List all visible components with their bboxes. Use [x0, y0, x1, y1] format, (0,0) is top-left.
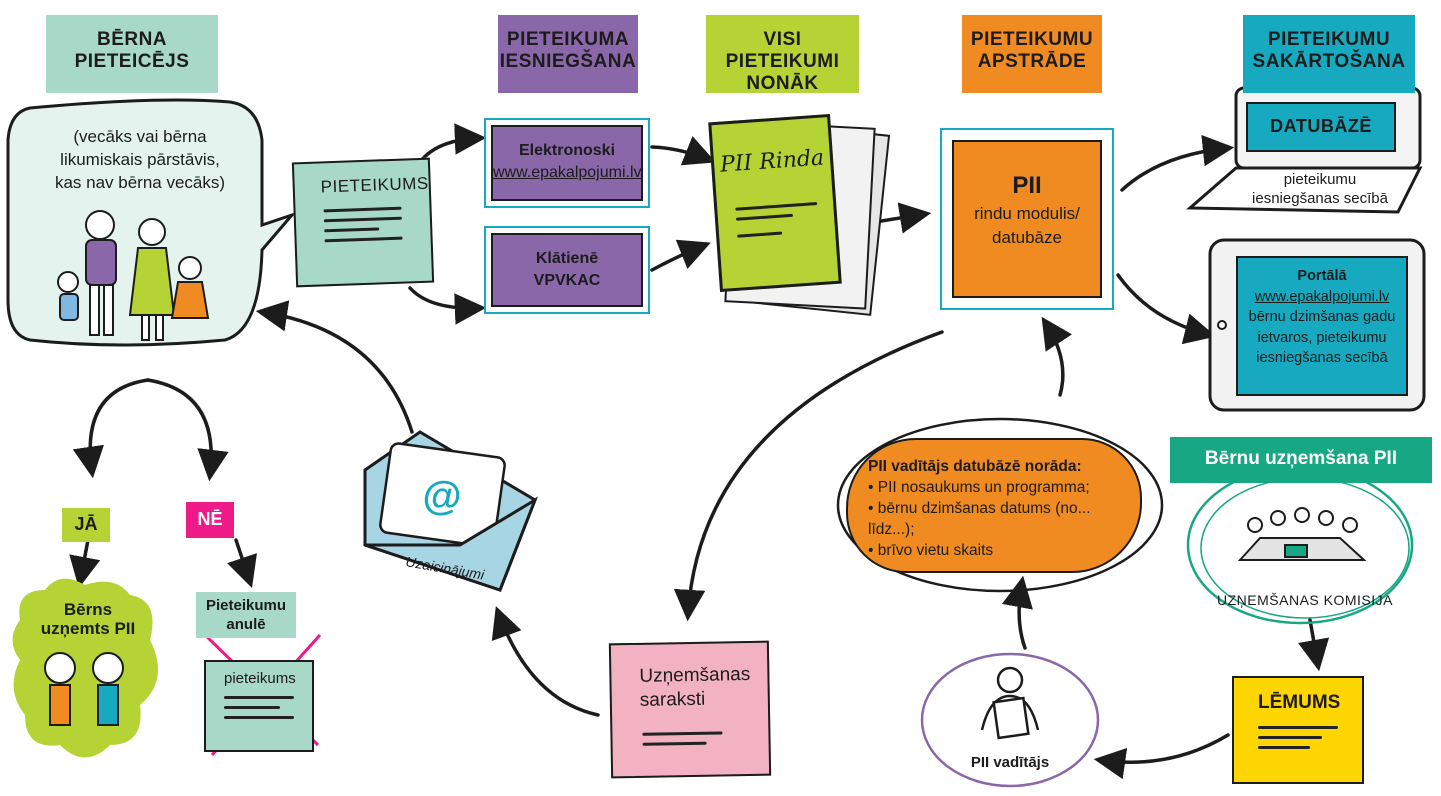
- header-submission: PIETEIKUMA IESNIEGŠANA: [498, 15, 638, 93]
- arrow-folder-to-module: [873, 202, 932, 234]
- arrow-invitations-to-applicant: [255, 300, 414, 434]
- arrow-inperson-to-folder: [650, 239, 711, 272]
- head-caption: PII vadītājs: [970, 754, 1050, 771]
- admission-lists-note: Uzņemšanas saraksti: [608, 640, 772, 779]
- header-applicant: BĒRNA PIETEICĒJS: [46, 15, 218, 93]
- email-symbol: @: [422, 474, 462, 518]
- pii-module-box: PII rindu modulis/ datubāze: [940, 128, 1114, 310]
- database-caption: pieteikumu iesniegšanas secībā: [1252, 171, 1388, 207]
- arrow-module-to-database: [1120, 134, 1235, 192]
- folder-scribble-lines: [735, 202, 819, 245]
- application-note: PIETEIKUMS: [291, 157, 435, 288]
- arrow-module-to-lists: [673, 330, 944, 622]
- arrow-branch-left: [72, 378, 150, 479]
- note-scribble-lines: [323, 206, 403, 250]
- applicant-description: (vecāks vai bērna likumiskais pārstāvis,…: [54, 127, 226, 192]
- commission-caption: UZŅEMŠANAS KOMISIJA: [1217, 592, 1393, 608]
- electronic-submission-box: Elektronoski www.epakalpojumi.lv: [484, 118, 650, 208]
- header-all-arrive: VISI PIETEIKUMI NONĀK: [706, 15, 859, 94]
- head-input-card: PII vadītājs datubāzē norāda: • PII nosa…: [846, 438, 1142, 573]
- arrow-lists-to-invitations: [491, 606, 600, 717]
- arrow-head-to-module: [1041, 316, 1073, 397]
- family-illustration: [57, 210, 210, 341]
- decision-scribble-lines: [1258, 726, 1338, 756]
- head-input-scribble: [836, 417, 1164, 593]
- header-processing: PIETEIKUMU APSTRĀDE: [962, 15, 1102, 93]
- database-screen: DATUBĀZĒ: [1246, 102, 1396, 152]
- commission-illustration: [1237, 507, 1367, 561]
- admitted-splash: [12, 578, 158, 758]
- arrow-no-to-cancelled: [227, 538, 257, 588]
- arrow-module-to-portal: [1116, 273, 1217, 345]
- arrow-branch-right: [146, 378, 229, 482]
- cancelled-scribble-lines: [224, 696, 294, 726]
- decision-note: LĒMUMS: [1232, 676, 1364, 784]
- arrow-head-to-input: [1001, 575, 1033, 650]
- cancelled-note: pieteikums: [204, 660, 314, 752]
- head-person-illustration: [980, 666, 1040, 740]
- queue-folder: PII Rinda: [708, 113, 842, 293]
- arrow-to-inperson: [408, 286, 487, 325]
- cancelled-label: Pieteikumu anulē: [196, 592, 296, 638]
- portal-link[interactable]: www.epakalpojumi.lv: [1254, 288, 1390, 305]
- arrow-commission-to-decision: [1298, 618, 1330, 672]
- arrow-yes-to-admitted: [69, 538, 101, 589]
- lists-scribble-lines: [642, 731, 723, 752]
- no-label: NĒ: [186, 502, 234, 538]
- in-person-submission-box: Klātienē VPVKAC: [484, 226, 650, 314]
- yes-label: JĀ: [62, 508, 110, 542]
- admission-label: Bērnu uzņemšana PII: [1170, 437, 1432, 483]
- admitted-label: Bērns uzņemts PII: [40, 600, 136, 638]
- arrow-decision-to-head: [1093, 733, 1230, 780]
- portal-screen: Portālā www.epakalpojumi.lv bērnu dzimša…: [1236, 256, 1408, 396]
- epakalpojumi-link[interactable]: www.epakalpojumi.lv: [493, 164, 642, 181]
- envelope-illustration: [363, 430, 538, 592]
- head-scribble: [920, 652, 1100, 788]
- arrow-electronic-to-folder: [650, 136, 716, 166]
- header-ordering: PIETEIKUMU SAKĀRTOŠANA: [1243, 15, 1415, 93]
